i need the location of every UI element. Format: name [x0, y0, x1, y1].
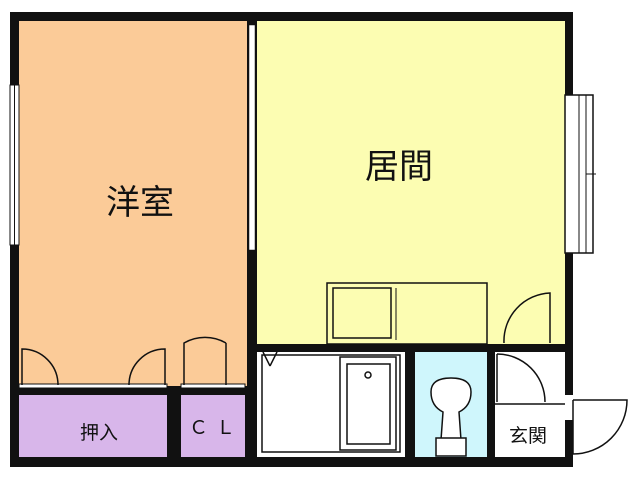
entrance-fixtures: [495, 353, 628, 455]
western-room-label: 洋室: [106, 183, 174, 223]
living-door-swing: [503, 292, 551, 344]
western-room-floor: [19, 20, 248, 386]
left-window: [9, 84, 20, 246]
kitchen-counter: [326, 282, 488, 345]
closet-openings: [18, 383, 246, 389]
closet-door-swings: [21, 336, 227, 386]
living-room-label: 居間: [365, 147, 433, 187]
cl-label: ＣＬ: [189, 417, 243, 439]
bathroom-fixtures: [261, 351, 401, 453]
right-window: [564, 94, 596, 254]
oshiire-closet-floor: [19, 395, 167, 457]
entrance-label: 玄関: [509, 425, 547, 447]
toilet-fixture: [430, 377, 472, 457]
oshiire-label: 押入: [80, 422, 118, 444]
cl-closet-floor: [181, 395, 245, 457]
sliding-door: [248, 24, 256, 251]
